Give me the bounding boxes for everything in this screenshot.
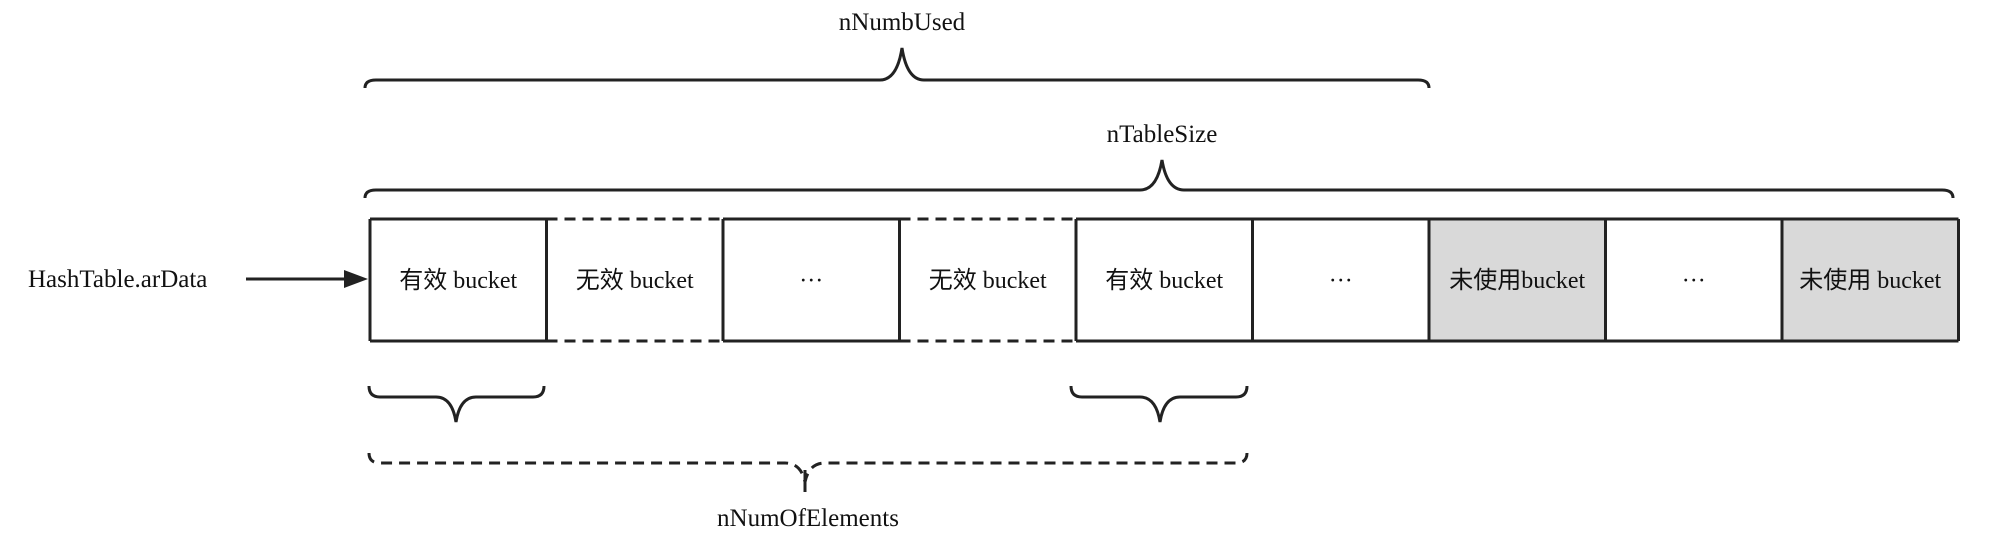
valid-bucket-brace-2	[1069, 385, 1249, 423]
pointer-arrow-head	[344, 270, 368, 288]
hashtable-ardata-label: HashTable.arData	[28, 266, 207, 293]
ntablesize-label: nTableSize	[1107, 121, 1218, 148]
bucket-label: 未使用bucket	[1449, 267, 1585, 294]
bucket-array: 有效 bucket 无效 bucket ··· 无效 bucket 有效 bucket ·…	[368, 217, 1960, 343]
bucket-shade	[1782, 219, 1959, 341]
nnumofelements-brace	[367, 452, 1249, 483]
nnumbused-label: nNumbUsed	[839, 9, 966, 36]
bucket-label: 有效 bucket	[399, 267, 517, 294]
bucket-label: ···	[1682, 268, 1706, 294]
nnumofelements-label: nNumOfElements	[717, 505, 899, 532]
nnumbused-brace	[363, 47, 1431, 89]
bucket-label: 有效 bucket	[1105, 267, 1223, 294]
bucket-label: 无效 bucket	[929, 267, 1047, 294]
valid-bucket-brace-1	[367, 385, 546, 423]
bucket-shade	[1429, 219, 1606, 341]
bucket-label: ···	[799, 268, 823, 294]
bucket-label: ···	[1329, 268, 1353, 294]
bucket-label: 未使用 bucket	[1799, 267, 1941, 294]
bucket-label: 无效 bucket	[576, 267, 694, 294]
ntablesize-brace	[363, 159, 1955, 199]
